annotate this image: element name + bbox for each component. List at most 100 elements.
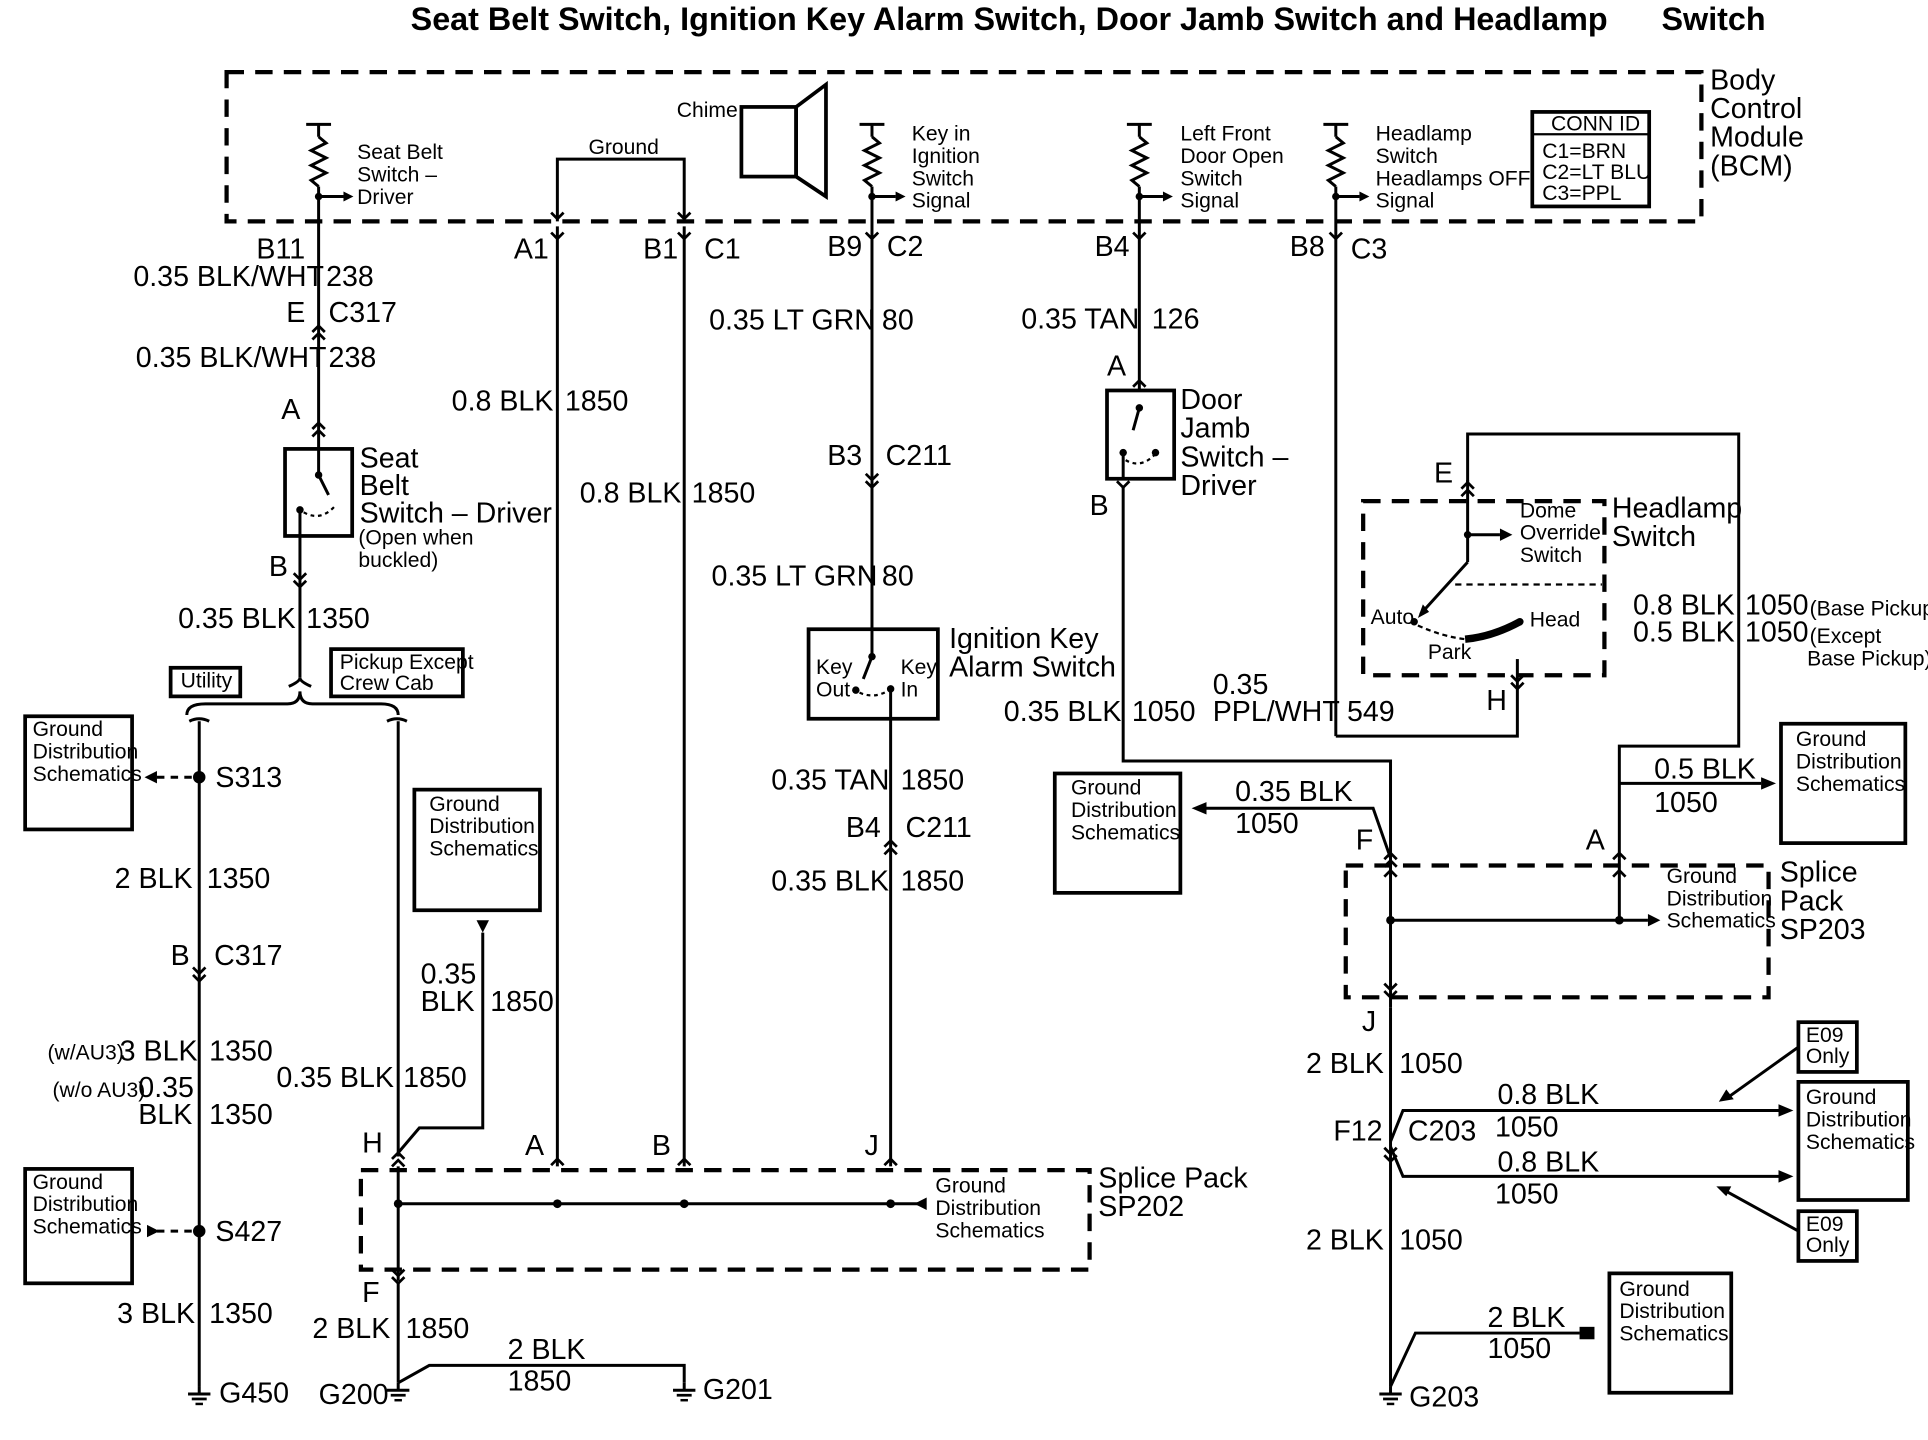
svg-text:1850: 1850 [901, 865, 965, 897]
svg-text:2 BLK: 2 BLK [312, 1313, 390, 1345]
svg-text:B1: B1 [643, 234, 678, 266]
svg-text:Dome Override: Dome Override Switch [1520, 499, 1607, 567]
headlamp-circuit: 0.35 PPL/WHT 549 H Auto Head Park Dome O… [1213, 230, 1928, 859]
svg-text:1050: 1050 [1235, 808, 1299, 840]
svg-text:E: E [286, 297, 305, 329]
svg-text:0.35 LT GRN: 0.35 LT GRN [712, 561, 878, 593]
svg-text:0.5 BLK: 0.5 BLK [1654, 753, 1756, 785]
svg-text:Head: Head [1530, 609, 1581, 632]
svg-text:G201: G201 [703, 1374, 773, 1406]
ignition-key-switch-label: Ignition Key Alarm Switch [949, 623, 1116, 684]
svg-text:1350: 1350 [209, 1099, 273, 1131]
svg-text:C317: C317 [214, 940, 282, 972]
svg-text:G450: G450 [219, 1378, 289, 1410]
svg-text:C2: C2 [887, 231, 924, 263]
svg-text:B4: B4 [846, 812, 881, 844]
svg-text:Ground Distribution: Ground Distribution Schematics [429, 793, 541, 861]
svg-text:1050: 1050 [1495, 1112, 1559, 1144]
svg-text:Park: Park [1428, 641, 1472, 664]
svg-text:(w/AU3): (w/AU3) [48, 1041, 124, 1064]
svg-text:(w/o AU3): (w/o AU3) [52, 1079, 145, 1102]
svg-text:Ground: Ground [588, 136, 658, 159]
seat-belt-switch-label: Seat Belt Switch – Driver [360, 443, 553, 530]
bcm-terminal-labels: B11 A1 B1 C1 B9 C2 B4 B8 C3 [256, 231, 1387, 265]
svg-text:549: 549 [1347, 696, 1395, 728]
svg-text:2 BLK: 2 BLK [1488, 1302, 1566, 1334]
svg-text:3 BLK: 3 BLK [117, 1298, 195, 1330]
svg-text:CONN ID: CONN ID [1551, 113, 1640, 136]
svg-text:2 BLK: 2 BLK [115, 863, 193, 895]
svg-text:0.35 BLK: 0.35 BLK [1004, 696, 1122, 728]
bcm-door-open-input: Left Front Door Open Switch Signal [1126, 123, 1284, 231]
svg-text:238: 238 [326, 261, 374, 293]
svg-text:(Except Base Pickup): (Except Base Pickup) [1807, 625, 1928, 670]
svg-text:B3: B3 [827, 440, 862, 472]
g203-ground-path: J 2 BLK 1050 F12 C203 0.8 BLK 1050 0.8 B… [1306, 1006, 1918, 1414]
svg-text:A: A [1107, 351, 1127, 383]
svg-text:1850: 1850 [901, 765, 965, 797]
svg-text:1050: 1050 [1495, 1179, 1559, 1211]
svg-text:0.35 BLK: 0.35 BLK [1235, 776, 1353, 808]
svg-text:A1: A1 [514, 234, 549, 266]
svg-text:80: 80 [882, 561, 914, 593]
svg-text:B: B [171, 940, 190, 972]
svg-text:1050: 1050 [1399, 1048, 1463, 1080]
svg-text:1850: 1850 [490, 986, 554, 1018]
svg-text:0.35 BLK/WHT: 0.35 BLK/WHT [133, 261, 324, 293]
svg-text:B: B [652, 1130, 671, 1162]
svg-text:S427: S427 [215, 1216, 282, 1248]
g200-g201-grounds: F 2 BLK 1850 2 BLK 1850 G200 G201 [312, 1268, 773, 1411]
svg-text:A: A [281, 394, 301, 426]
svg-text:Ground Distribution: Ground Distribution Schematics [1071, 777, 1183, 845]
svg-text:E09 Only: E09 Only [1806, 1024, 1850, 1068]
ignition-key-alarm-switch: Key Out Key In [806, 627, 940, 721]
svg-text:126: 126 [1152, 303, 1200, 335]
svg-text:Ground Distribution: Ground Distribution Schematics [935, 1175, 1047, 1243]
bcm-module: Body Control Module (BCM) Seat Belt Swit… [224, 65, 1804, 231]
svg-text:1050: 1050 [1745, 589, 1809, 621]
svg-text:0.5 BLK: 0.5 BLK [1633, 617, 1735, 649]
svg-text:80: 80 [882, 305, 914, 337]
bcm-headlamp-input: Headlamp Switch Headlamps OFF Signal [1323, 123, 1531, 231]
splice-pack-sp202: Ground Distribution Schematics Splice Pa… [358, 1163, 1248, 1281]
svg-text:0.35 BLK: 0.35 BLK [178, 603, 296, 635]
seat-belt-switch [283, 447, 355, 538]
svg-text:(Base Pickup): (Base Pickup) [1810, 598, 1928, 621]
ignition-key-circuit: 0.35 LT GRN 80 B3 C211 0.35 LT GRN 80 Ke… [709, 230, 1116, 1167]
svg-text:F: F [1356, 824, 1373, 856]
svg-text:Key in Ignition: Key in Ignition Switch Signal [912, 123, 986, 213]
svg-text:H: H [362, 1128, 383, 1160]
headlamp-switch: Auto Head Park Dome Override Switch [1361, 480, 1607, 682]
svg-text:E09 Only: E09 Only [1806, 1213, 1850, 1257]
svg-text:Ground Distribution: Ground Distribution Schematics [1806, 1086, 1918, 1154]
svg-text:F: F [362, 1277, 379, 1309]
svg-text:C211: C211 [906, 812, 972, 844]
bcm-ground-loop: Ground [549, 136, 692, 222]
svg-text:0.35 BLK: 0.35 BLK [771, 865, 889, 897]
sp203-label: Splice Pack SP203 [1780, 857, 1866, 946]
svg-text:1050: 1050 [1399, 1225, 1463, 1257]
conn-id-table: CONN ID C1=BRN C2=LT BLU C3=PPL [1530, 110, 1651, 209]
svg-text:B: B [1090, 490, 1109, 522]
seat-belt-circuit: 0.35 BLK/WHT 238 E C317 0.35 BLK/WHT 238… [133, 230, 553, 723]
svg-text:C3: C3 [1351, 234, 1388, 266]
svg-text:1050: 1050 [1488, 1333, 1552, 1365]
svg-text:0.8 BLK: 0.8 BLK [1497, 1146, 1599, 1178]
svg-text:Auto: Auto [1371, 606, 1414, 629]
svg-text:Ground Distribution: Ground Distribution Schematics [33, 1171, 145, 1239]
svg-text:Ground Distribution: Ground Distribution Schematics [33, 718, 145, 786]
svg-text:J: J [865, 1130, 879, 1162]
svg-text:F12: F12 [1333, 1115, 1382, 1147]
svg-text:Ground Distribution: Ground Distribution Schematics [1796, 728, 1908, 796]
utility-ground-path: S313 Ground Distribution Schematics 2 BL… [23, 714, 289, 1410]
svg-text:1050: 1050 [1745, 617, 1809, 649]
gds-box-door: Ground Distribution Schematics 0.35 BLK … [1052, 771, 1399, 895]
svg-text:1850: 1850 [692, 477, 756, 509]
svg-text:2 BLK: 2 BLK [1306, 1048, 1384, 1080]
diagram-title: Seat Belt Switch, Ignition Key Alarm Swi… [411, 1, 1766, 37]
svg-text:Ground Distribution: Ground Distribution Schematics [1667, 865, 1779, 933]
svg-text:B8: B8 [1290, 231, 1325, 263]
svg-text:0.35 TAN: 0.35 TAN [1021, 303, 1139, 335]
pickup-ground-path: 0.35 BLK 1850 H Ground Distribution Sche… [276, 721, 554, 1168]
